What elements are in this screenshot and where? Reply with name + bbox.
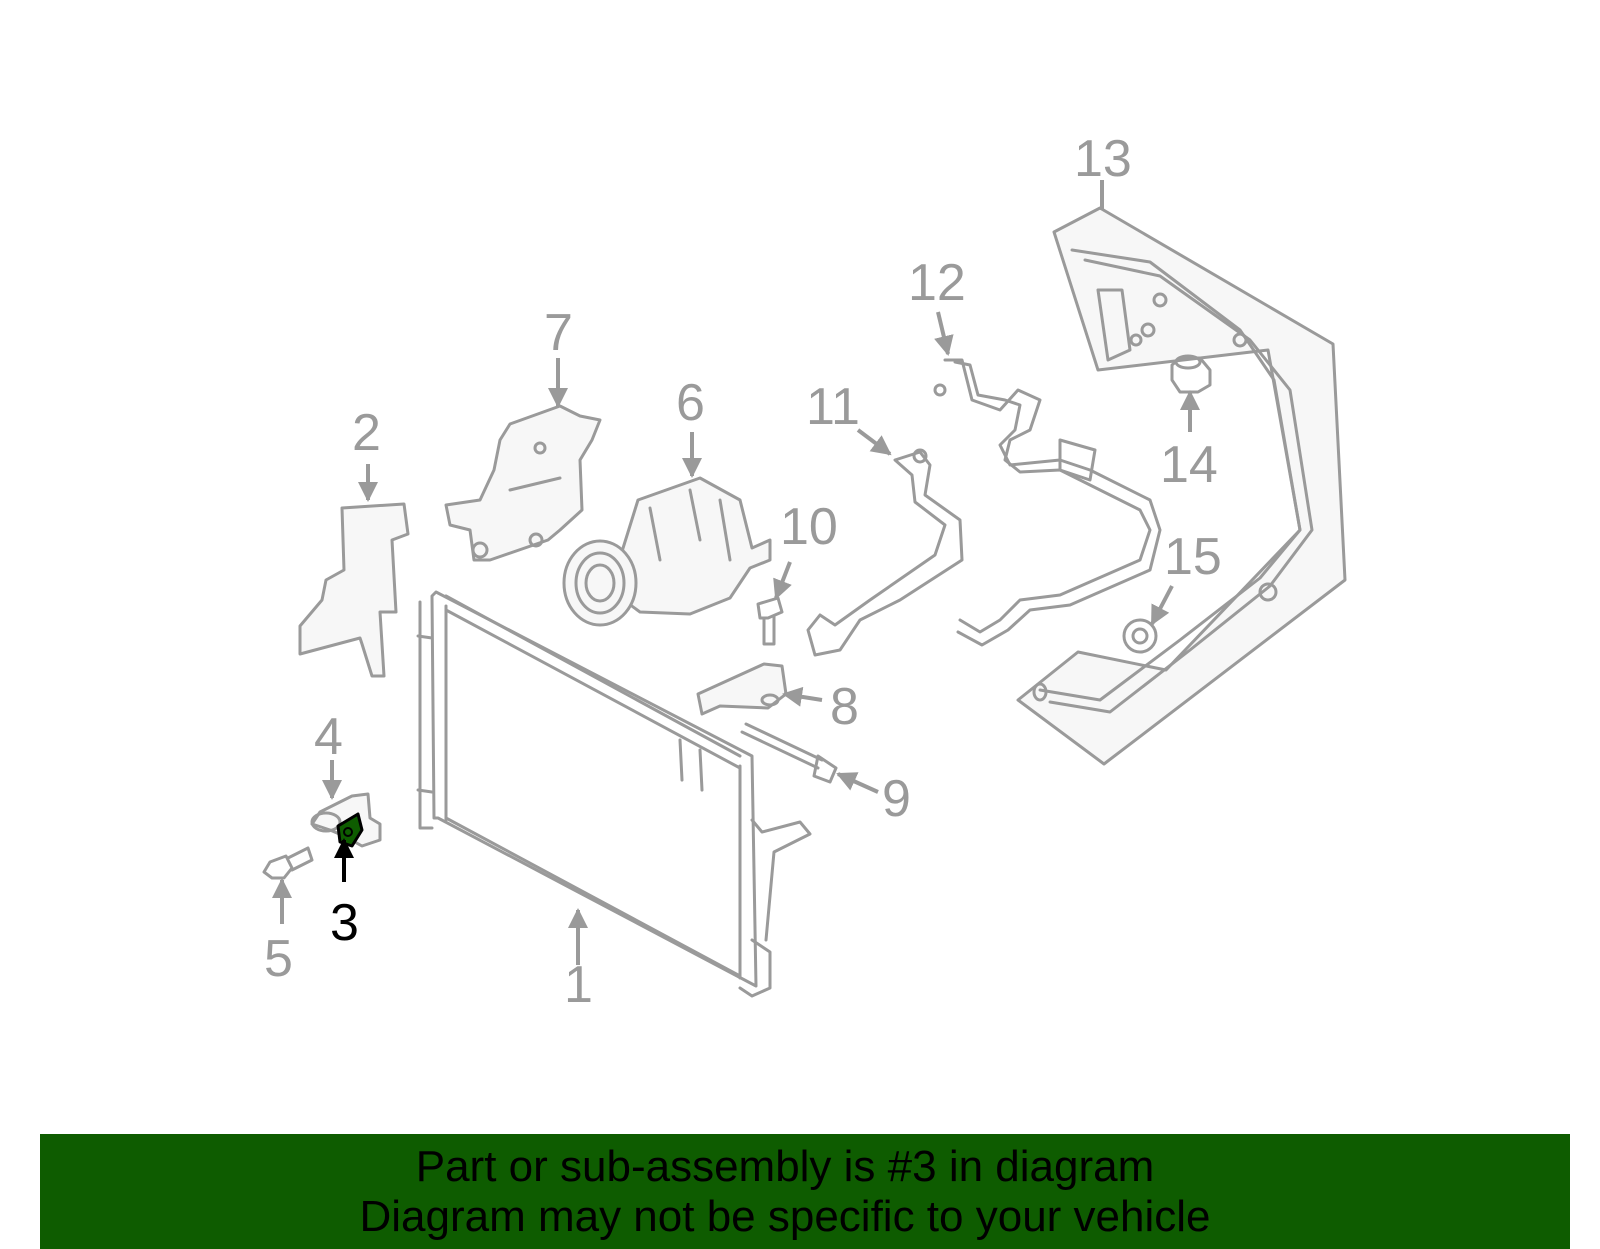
callout-13: 13 [1074, 130, 1132, 188]
callout-labels: 1 2 3 4 5 6 7 8 9 10 11 12 13 14 15 [264, 130, 1222, 1014]
leader-lines [272, 180, 1200, 965]
callout-11: 11 [806, 378, 860, 436]
parts-diagram: 1 2 3 4 5 6 7 8 9 10 11 12 13 14 15 [262, 130, 1347, 1014]
part-1-condenser [416, 590, 812, 998]
part-5-bolt [262, 846, 314, 880]
callout-9: 9 [882, 770, 911, 828]
part-12-hose [933, 358, 1162, 647]
callout-1: 1 [564, 956, 593, 1014]
part-9-bolt [740, 722, 838, 784]
part-13-hose-assembly [1016, 206, 1347, 766]
banner-line-part-number: Part or sub-assembly is #3 in diagram [415, 1142, 1155, 1191]
part-2-shield [298, 502, 410, 678]
callout-6: 6 [676, 374, 705, 432]
callout-12: 12 [908, 254, 966, 312]
part-8-bracket [696, 662, 788, 716]
callout-2: 2 [352, 404, 381, 462]
banner-line-disclaimer: Diagram may not be specific to your vehi… [359, 1192, 1211, 1241]
part-14-cap [1170, 354, 1212, 394]
callout-5: 5 [264, 930, 293, 988]
part-6-compressor [562, 476, 772, 627]
callout-4: 4 [314, 708, 343, 766]
part-11-hose [806, 448, 964, 657]
callout-15: 15 [1164, 528, 1222, 586]
part-10-bolt [756, 596, 784, 646]
part-7-bracket [444, 404, 602, 562]
callout-14: 14 [1160, 436, 1218, 494]
callout-3[interactable]: 3 [330, 894, 359, 952]
callout-8: 8 [830, 678, 859, 736]
callout-10: 10 [780, 498, 838, 556]
callout-7: 7 [544, 304, 573, 362]
part-15-cap [1122, 618, 1158, 654]
info-banner: Part or sub-assembly is #3 in diagram Di… [40, 1134, 1570, 1249]
